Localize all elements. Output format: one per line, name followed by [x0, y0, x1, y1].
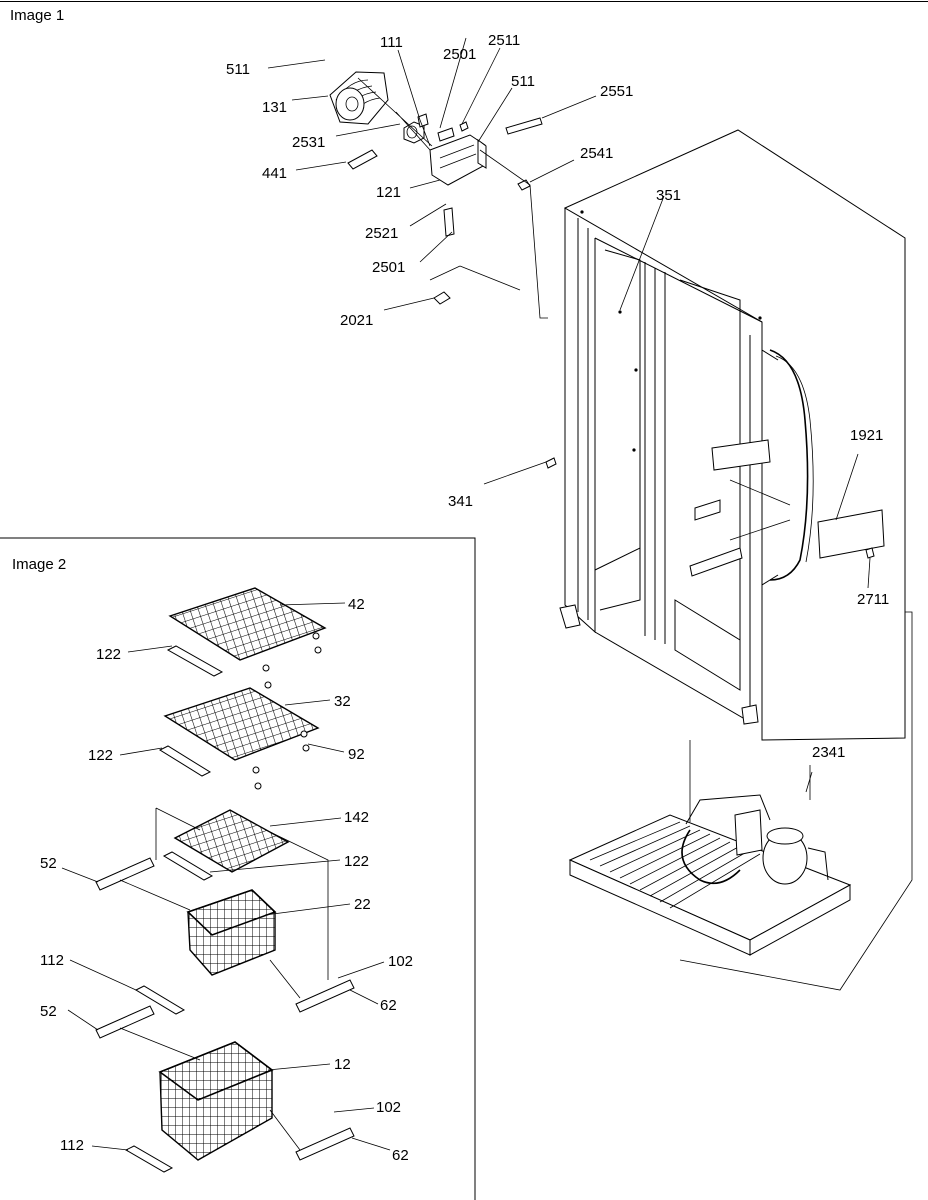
- trim-112-b: [124, 1145, 174, 1173]
- image1-title: Image 1: [10, 7, 64, 24]
- label-2511: 2511: [488, 32, 520, 49]
- image2-leaders: [61, 602, 391, 1151]
- label-2541: 2541: [580, 145, 613, 162]
- fan-motor-assembly: [329, 71, 548, 319]
- label-122-a: 122: [96, 646, 121, 663]
- shelf-trim-122-a: [166, 645, 224, 677]
- control-panel-1921: [817, 509, 885, 559]
- screw-2511: [459, 121, 469, 132]
- slide-52-a: [95, 857, 155, 891]
- label-131: 131: [262, 99, 287, 116]
- label-2021: 2021: [340, 312, 373, 329]
- label-92: 92: [348, 746, 365, 763]
- label-351: 351: [656, 187, 681, 204]
- shelf-142: [155, 807, 329, 980]
- label-22: 22: [354, 896, 371, 913]
- label-2341: 2341: [812, 744, 845, 761]
- label-62-b: 62: [392, 1147, 409, 1164]
- machine-compartment-2341: [568, 794, 852, 956]
- label-12: 12: [334, 1056, 351, 1073]
- image2-title: Image 2: [12, 556, 66, 573]
- label-2531: 2531: [292, 134, 325, 151]
- label-2501-b: 2501: [372, 259, 405, 276]
- shaft-441: [347, 149, 378, 170]
- slide-52-b: [95, 1005, 155, 1039]
- wire-2551: [505, 117, 543, 135]
- label-32: 32: [334, 693, 351, 710]
- slide-guide-lines-a: [119, 879, 301, 999]
- shelf-42: [168, 587, 327, 689]
- label-52-a: 52: [40, 855, 57, 872]
- screw-2521: [443, 207, 455, 237]
- trim-112-a: [134, 985, 186, 1015]
- label-441: 441: [262, 165, 287, 182]
- grommet-2021: [433, 291, 451, 305]
- label-2521: 2521: [365, 225, 398, 242]
- label-111: 111: [380, 34, 403, 51]
- image1-leaders: [267, 37, 871, 793]
- basket-12: [158, 1041, 274, 1161]
- shelf-32: [163, 687, 320, 790]
- motor-bracket-121: [429, 134, 487, 186]
- label-122-b: 122: [88, 747, 113, 764]
- label-511-b: 511: [511, 73, 535, 90]
- image1-part-labels: 511 131 111 2501 2511 511 2551 2531 441 …: [226, 32, 889, 761]
- cabinet-base-outline: [679, 611, 913, 991]
- screw-341: [545, 457, 557, 469]
- label-102-a: 102: [388, 953, 413, 970]
- label-2551: 2551: [600, 83, 633, 100]
- label-341: 341: [448, 493, 473, 510]
- screw-2541: [517, 179, 531, 191]
- label-122-c: 122: [344, 853, 369, 870]
- slide-guide-lines-b: [119, 1027, 301, 1151]
- label-2711: 2711: [857, 591, 889, 608]
- image2-part-labels: 42 122 32 92 122 142 122 52 22 102 62 11…: [40, 596, 413, 1164]
- base-alignment-lines: [689, 740, 811, 822]
- label-112-a: 112: [40, 952, 64, 969]
- basket-22: [186, 889, 277, 976]
- label-121: 121: [376, 184, 401, 201]
- slide-62-a: [295, 979, 355, 1013]
- grommet-2501: [437, 127, 455, 142]
- label-42: 42: [348, 596, 365, 613]
- label-112-b: 112: [60, 1137, 84, 1154]
- label-142: 142: [344, 809, 369, 826]
- shelf-trim-122-b: [158, 745, 212, 777]
- label-1921: 1921: [850, 427, 883, 444]
- label-102-b: 102: [376, 1099, 401, 1116]
- label-52-b: 52: [40, 1003, 57, 1020]
- slide-62-b: [295, 1127, 355, 1161]
- label-511-a: 511: [226, 61, 250, 78]
- label-2501-a: 2501: [443, 46, 476, 63]
- fan-blade-131: [329, 71, 389, 125]
- refrigerator-cabinet: [559, 129, 906, 741]
- label-62-a: 62: [380, 997, 397, 1014]
